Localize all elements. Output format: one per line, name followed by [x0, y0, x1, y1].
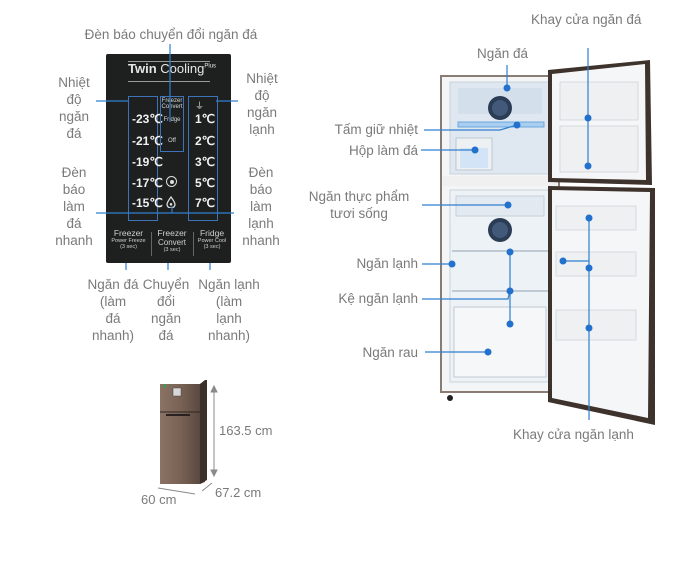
label-freezer-door-tray: Khay cửa ngăn đá — [531, 12, 642, 27]
divider — [193, 232, 194, 256]
power-freeze-button[interactable]: Freezer Power Freeze (3 sec) — [106, 228, 151, 250]
fridge-temp: 3℃ — [195, 155, 216, 169]
title-rule-bottom — [128, 81, 210, 82]
convert-header: Freezer Convert — [161, 98, 183, 110]
convert-box — [160, 96, 184, 152]
button-title: Freezer — [157, 228, 187, 238]
button-subtitle: Convert — [157, 238, 186, 247]
panel-title: Twin CoolingPlus — [128, 61, 216, 76]
power-freeze-icon — [166, 176, 177, 187]
callout-dot — [503, 84, 511, 92]
label-vegetable: Ngăn rau — [362, 345, 418, 360]
button-hold: (3 sec) — [163, 247, 181, 253]
callout-dot — [471, 146, 479, 154]
panel-title-bold: Twin — [128, 61, 157, 76]
callout-dot — [506, 287, 514, 295]
label-fresh-food: Ngăn thực phẩm tươi sống — [308, 189, 410, 221]
label-fridge-temp: Nhiệt độ ngăn lạnh — [246, 71, 278, 137]
callout-dot — [448, 260, 456, 268]
width-dimension-line — [157, 487, 196, 495]
callout-dot — [506, 248, 514, 256]
button-subtitle: Power Cool — [197, 238, 227, 244]
title-rule-top — [128, 61, 210, 62]
freezer-temp: -21℃ — [132, 134, 163, 148]
panel-title-sup: Plus — [204, 63, 217, 70]
divider — [151, 232, 152, 256]
freezer-temp-box — [128, 96, 158, 221]
button-title: Freezer — [113, 228, 144, 238]
freezer-temp: -17℃ — [132, 176, 163, 190]
freezer-temp: -23℃ — [132, 112, 163, 126]
button-hold: (3 sec) — [120, 244, 137, 250]
panel-title-regular: Cooling — [160, 61, 205, 76]
callout-dot — [584, 162, 592, 170]
callout-line — [424, 124, 518, 131]
button-hold: (3 sec) — [203, 244, 221, 250]
convert-option-fridge: Fridge — [163, 117, 181, 123]
callout-dot — [584, 114, 592, 122]
label-freezer: Ngăn đá — [477, 46, 529, 61]
fridge-temp: 7℃ — [195, 196, 216, 210]
button-subtitle: Power Freeze — [111, 238, 146, 244]
fridge-temp: 2℃ — [195, 134, 216, 148]
label-fridge-door-tray: Khay cửa ngăn lạnh — [513, 427, 634, 442]
callout-dot — [504, 201, 512, 209]
fridge-plug-icon: ⏚ — [195, 101, 205, 111]
label-heat-plate: Tấm giữ nhiệt — [334, 122, 418, 137]
fridge-temp-box — [188, 96, 218, 221]
power-cool-button[interactable]: Fridge Power Cool (3 sec) — [193, 228, 231, 250]
label-fridge-shelf: Kệ ngăn lạnh — [338, 291, 418, 306]
freezer-convert-button[interactable]: Freezer Convert (3 sec) — [151, 228, 193, 253]
dimension-height: 163.5 cm — [219, 423, 273, 438]
dimension-width: 60 cm — [141, 492, 177, 507]
label-fridge: Ngăn lạnh — [356, 256, 418, 271]
label-ice-box: Hộp làm đá — [348, 143, 418, 158]
callout-dot — [585, 214, 593, 222]
label-power-cool-indicator: Đèn báo làm lạnh nhanh — [242, 165, 280, 248]
label-btn-convert: Chuyển đổi ngăn đá — [142, 277, 190, 343]
button-title: Fridge — [199, 228, 225, 238]
fridge-temp: 5℃ — [195, 176, 216, 190]
label-convert-indicator: Đèn báo chuyển đổi ngăn đá — [84, 27, 258, 42]
freezer-temp: -19℃ — [132, 155, 163, 169]
callout-dot — [585, 264, 593, 272]
freezer-temp: -15℃ — [132, 196, 163, 210]
control-panel: Twin CoolingPlus -23℃ -21℃ -19℃ -17℃ -15… — [106, 54, 231, 263]
callout-dot — [484, 348, 492, 356]
small-fridge-image — [160, 380, 207, 484]
fridge-temp: 1℃ — [195, 112, 216, 126]
callout-dot — [559, 257, 567, 265]
convert-option-off: Off — [168, 138, 176, 144]
callout-dot — [506, 320, 514, 328]
label-power-freeze-indicator: Đèn báo làm đá nhanh — [55, 165, 93, 248]
callout-dot — [513, 121, 521, 129]
callout-dot — [585, 324, 593, 332]
dimension-depth: 67.2 cm — [215, 485, 262, 500]
label-btn-fridge: Ngăn lạnh (làm lạnh nhanh) — [198, 277, 260, 343]
label-btn-freezer: Ngăn đá (làm đá nhanh) — [87, 277, 139, 343]
depth-dimension-line — [201, 482, 213, 492]
fridge-open-image — [440, 60, 655, 425]
label-freezer-temp: Nhiệt độ ngăn đá — [58, 75, 90, 141]
